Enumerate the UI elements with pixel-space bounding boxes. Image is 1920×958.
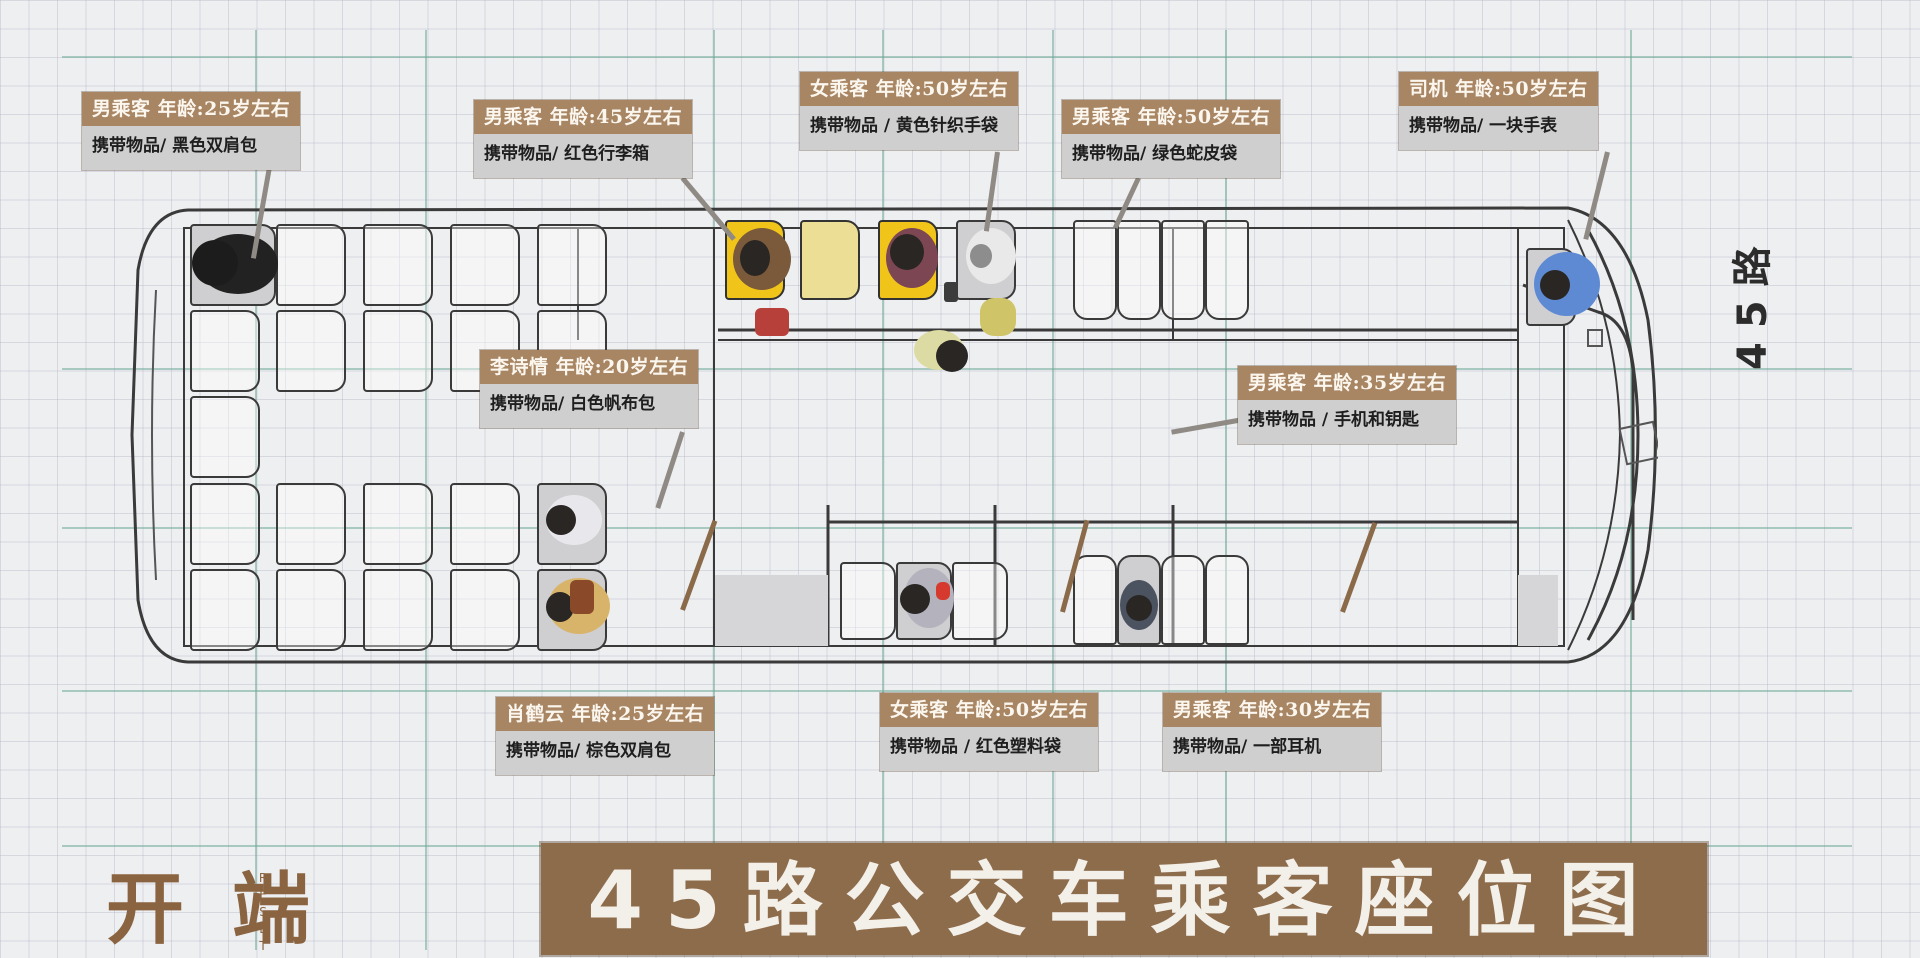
seat bbox=[190, 483, 260, 565]
bus-outline bbox=[130, 206, 1658, 664]
seat bbox=[1161, 555, 1205, 645]
seat bbox=[450, 483, 520, 565]
passenger-header: 肖鹤云 年龄:25岁左右 bbox=[496, 697, 715, 731]
passenger-head bbox=[1126, 595, 1152, 621]
seat bbox=[363, 224, 433, 306]
passenger-header: 男乘客 年龄:35岁左右 bbox=[1238, 366, 1457, 400]
passenger-header: 女乘客 年龄:50岁左右 bbox=[800, 72, 1019, 106]
passenger-head bbox=[546, 592, 574, 622]
seat bbox=[1205, 555, 1249, 645]
passenger-header: 女乘客 年龄:50岁左右 bbox=[880, 693, 1099, 727]
seat bbox=[1073, 555, 1117, 645]
passenger-label-p6: 李诗情 年龄:20岁左右 携带物品/ 白色帆布包 bbox=[480, 350, 699, 428]
passenger-label-p8: 肖鹤云 年龄:25岁左右 携带物品/ 棕色双肩包 bbox=[496, 697, 715, 775]
seat bbox=[450, 569, 520, 651]
passenger-label-p10: 男乘客 年龄:30岁左右 携带物品/ 一部耳机 bbox=[1163, 693, 1382, 771]
passenger-label-p9: 女乘客 年龄:50岁左右 携带物品 / 红色塑料袋 bbox=[880, 693, 1099, 771]
passenger-label-p4: 男乘客 年龄:50岁左右 携带物品/ 绿色蛇皮袋 bbox=[1062, 100, 1281, 178]
passenger-item: 携带物品 / 手机和钥匙 bbox=[1238, 400, 1457, 444]
show-logo: 开端 RESET bbox=[106, 868, 426, 958]
passenger-label-p1: 男乘客 年龄:25岁左右 携带物品/ 黑色双肩包 bbox=[82, 92, 301, 170]
guide-line bbox=[62, 527, 1852, 529]
passenger-head bbox=[740, 240, 770, 276]
seat bbox=[1073, 220, 1117, 320]
green-bag-icon bbox=[980, 298, 1016, 336]
seat bbox=[363, 310, 433, 392]
passenger-label-p5: 司机 年龄:50岁左右 携带物品/ 一块手表 bbox=[1399, 72, 1598, 150]
passenger-head bbox=[192, 240, 238, 286]
phone-icon bbox=[944, 282, 958, 302]
title-banner: 45路公交车乘客座位图 bbox=[541, 843, 1707, 955]
passenger-label-p2: 男乘客 年龄:45岁左右 携带物品/ 红色行李箱 bbox=[474, 100, 693, 178]
seat bbox=[1205, 220, 1249, 320]
seat bbox=[276, 310, 346, 392]
passenger-item: 携带物品/ 黑色双肩包 bbox=[82, 126, 301, 170]
bus-floorplan bbox=[128, 200, 1658, 670]
seat bbox=[190, 396, 260, 478]
passenger-header: 李诗情 年龄:20岁左右 bbox=[480, 350, 699, 384]
passenger-header: 司机 年龄:50岁左右 bbox=[1399, 72, 1598, 106]
seat bbox=[276, 569, 346, 651]
passenger-header: 男乘客 年龄:45岁左右 bbox=[474, 100, 693, 134]
passenger-item: 携带物品/ 白色帆布包 bbox=[480, 384, 699, 428]
passenger-item: 携带物品/ 一块手表 bbox=[1399, 106, 1598, 150]
seat bbox=[276, 483, 346, 565]
logo-subtext-letters: RESET bbox=[258, 871, 268, 953]
passenger-header: 男乘客 年龄:50岁左右 bbox=[1062, 100, 1281, 134]
passenger-label-p7: 男乘客 年龄:35岁左右 携带物品 / 手机和钥匙 bbox=[1238, 366, 1457, 444]
passenger-head bbox=[970, 244, 992, 268]
seat-priority bbox=[800, 220, 860, 300]
logo-text: 开端 bbox=[106, 865, 359, 955]
passenger-item: 携带物品/ 棕色双肩包 bbox=[496, 731, 715, 775]
logo-subtext: RESET bbox=[256, 870, 270, 955]
passenger-head bbox=[890, 234, 924, 270]
passenger-head bbox=[546, 505, 576, 535]
seat bbox=[1161, 220, 1205, 320]
seat bbox=[276, 224, 346, 306]
guide-line bbox=[62, 690, 1852, 692]
seat bbox=[190, 310, 260, 392]
seat bbox=[363, 483, 433, 565]
passenger-header: 男乘客 年龄:25岁左右 bbox=[82, 92, 301, 126]
guide-line bbox=[882, 30, 884, 950]
seat bbox=[840, 562, 896, 640]
seat bbox=[190, 569, 260, 651]
seat bbox=[952, 562, 1008, 640]
passenger-item: 携带物品 / 黄色针织手袋 bbox=[800, 106, 1019, 150]
guide-line bbox=[62, 56, 1852, 58]
passenger-label-p3: 女乘客 年龄:50岁左右 携带物品 / 黄色针织手袋 bbox=[800, 72, 1019, 150]
page-title: 45路公交车乘客座位图 bbox=[587, 854, 1661, 947]
seat bbox=[450, 224, 520, 306]
passenger-item: 携带物品/ 一部耳机 bbox=[1163, 727, 1382, 771]
passenger-head bbox=[936, 340, 968, 372]
guide-line bbox=[1630, 30, 1632, 950]
guide-line bbox=[1052, 30, 1054, 950]
red-plastic-bag-icon bbox=[936, 582, 950, 600]
seat bbox=[1117, 220, 1161, 320]
guide-line bbox=[1225, 30, 1227, 950]
seat bbox=[363, 569, 433, 651]
bus-route-marking: 45路 bbox=[1730, 232, 1776, 370]
driver-head bbox=[1540, 270, 1570, 300]
passenger-item: 携带物品/ 绿色蛇皮袋 bbox=[1062, 134, 1281, 178]
brown-backpack-icon bbox=[570, 580, 594, 614]
seat bbox=[537, 224, 607, 306]
red-suitcase-icon bbox=[755, 308, 789, 336]
passenger-head bbox=[900, 584, 930, 614]
passenger-item: 携带物品 / 红色塑料袋 bbox=[880, 727, 1099, 771]
passenger-header: 男乘客 年龄:30岁左右 bbox=[1163, 693, 1382, 727]
passenger-item: 携带物品/ 红色行李箱 bbox=[474, 134, 693, 178]
